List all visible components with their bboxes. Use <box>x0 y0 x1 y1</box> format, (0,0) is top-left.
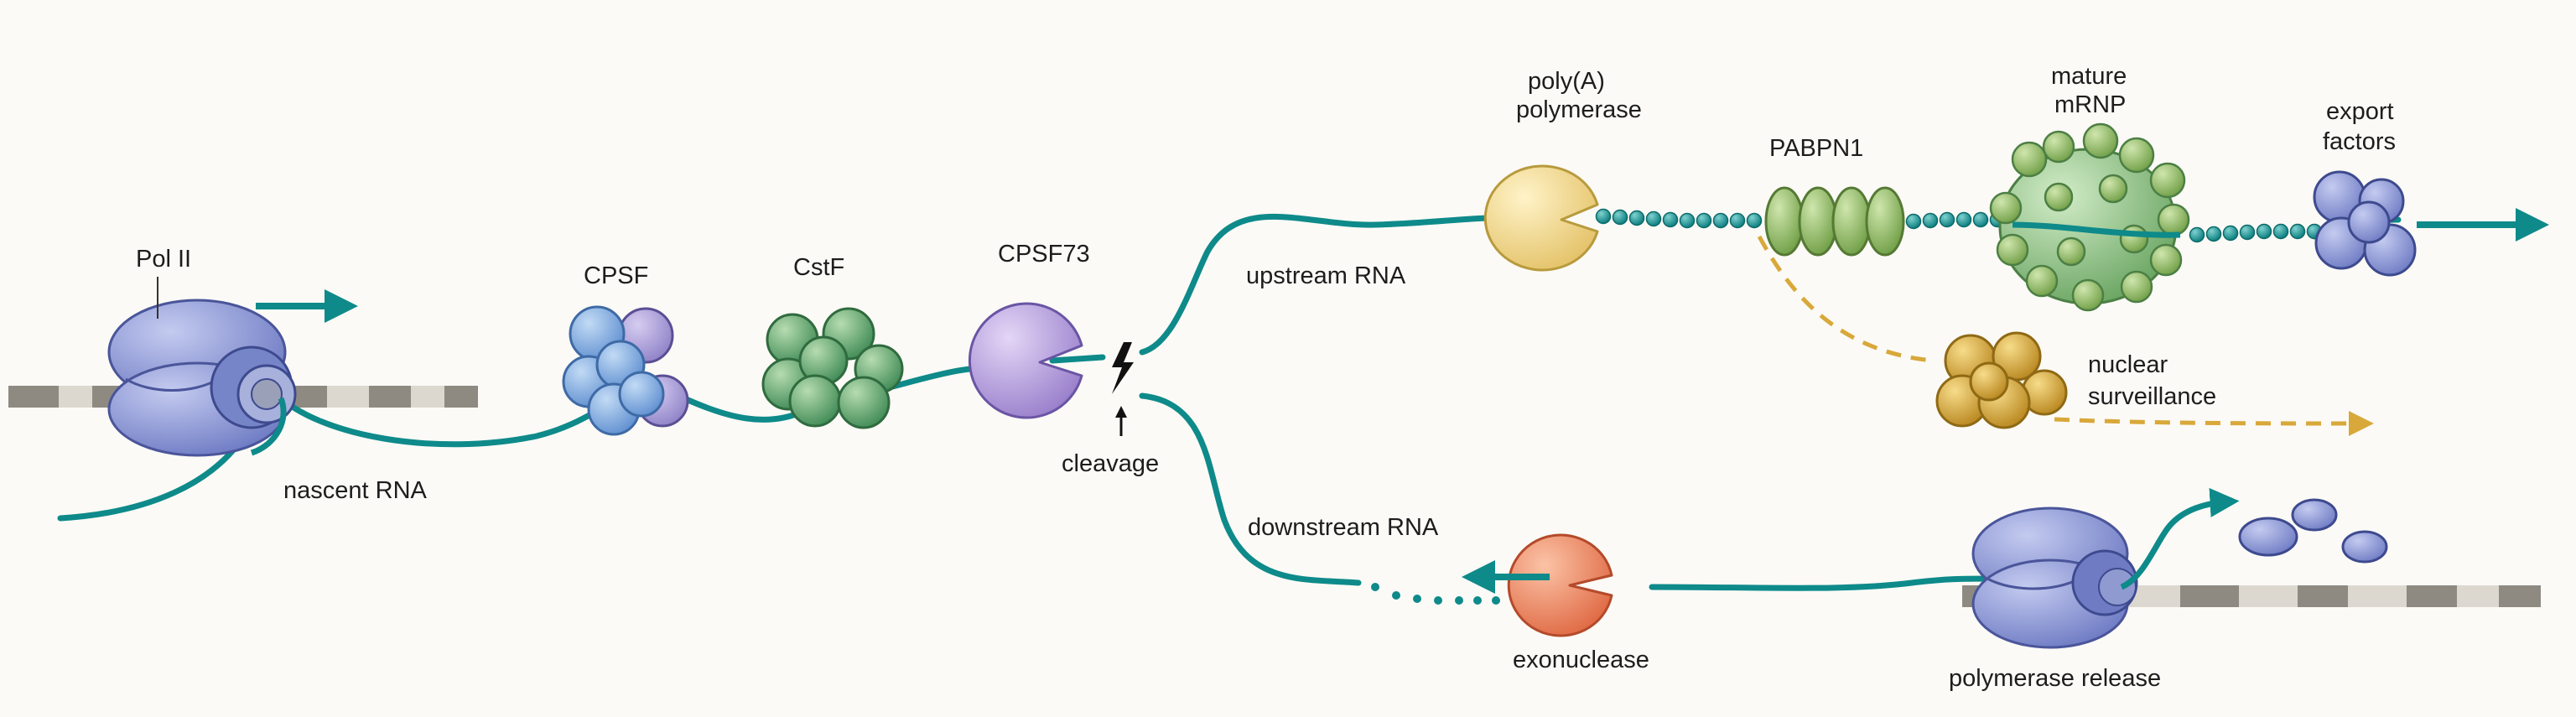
label-cpsf73: CPSF73 <box>998 241 1090 268</box>
mrnp-complex-icon <box>1989 122 2190 312</box>
exonuclease-enzyme-icon <box>1507 533 1613 637</box>
released-pol2-icon <box>1971 487 2240 649</box>
label-polya-line1: poly(A) <box>1528 68 1605 95</box>
label-upstream-rna: upstream RNA <box>1246 262 1406 289</box>
polya-polymerase-enzyme-icon <box>1483 164 1599 272</box>
downstream-rna <box>1139 392 1362 586</box>
label-nascent-rna: nascent RNA <box>283 477 428 504</box>
label-surveil-line1: nuclear <box>2088 351 2168 378</box>
label-pol2: Pol II <box>136 246 191 273</box>
label-polya-line2: polymerase <box>1516 96 1642 123</box>
label-polymerase-release: polymerase release <box>1949 665 2161 692</box>
lightning-bolt-icon <box>1112 342 1134 436</box>
released-subunits-icon <box>2238 498 2388 564</box>
pabpn1-proteins-icon <box>1764 186 1905 257</box>
degraded-rna-dots <box>1371 583 1519 605</box>
label-cpsf: CPSF <box>584 262 648 289</box>
export-factors-complex-icon <box>2313 170 2417 277</box>
cpsf-complex-icon <box>562 305 689 436</box>
cstf-complex-icon <box>761 307 904 429</box>
label-cleavage: cleavage <box>1062 450 1159 477</box>
label-downstream-rna: downstream RNA <box>1248 514 1439 541</box>
upstream-rna <box>1139 214 1530 356</box>
label-pabpn1: PABPN1 <box>1769 135 1863 162</box>
nuclear-surveillance-complex-icon <box>1935 331 2068 429</box>
pol2-complex-icon <box>107 277 297 457</box>
rna-into-cpsf73 <box>1049 354 1106 364</box>
surveillance-dashed-path <box>1757 235 1934 363</box>
label-surveil-line2: surveillance <box>2088 383 2216 410</box>
label-mature-line1: mature <box>2051 63 2127 90</box>
label-export-line1: export <box>2326 98 2394 125</box>
label-export-line2: factors <box>2323 128 2396 155</box>
polya-tail-beads <box>1595 208 2323 243</box>
surveillance-dashed-arrow <box>2054 410 2374 436</box>
label-mature-line2: mRNP <box>2054 91 2126 118</box>
label-exonuclease: exonuclease <box>1513 647 1649 673</box>
exonuclease-substrate-rna <box>1649 575 1999 591</box>
label-cstf: CstF <box>793 254 844 281</box>
cpsf73-enzyme-icon <box>969 302 1083 419</box>
